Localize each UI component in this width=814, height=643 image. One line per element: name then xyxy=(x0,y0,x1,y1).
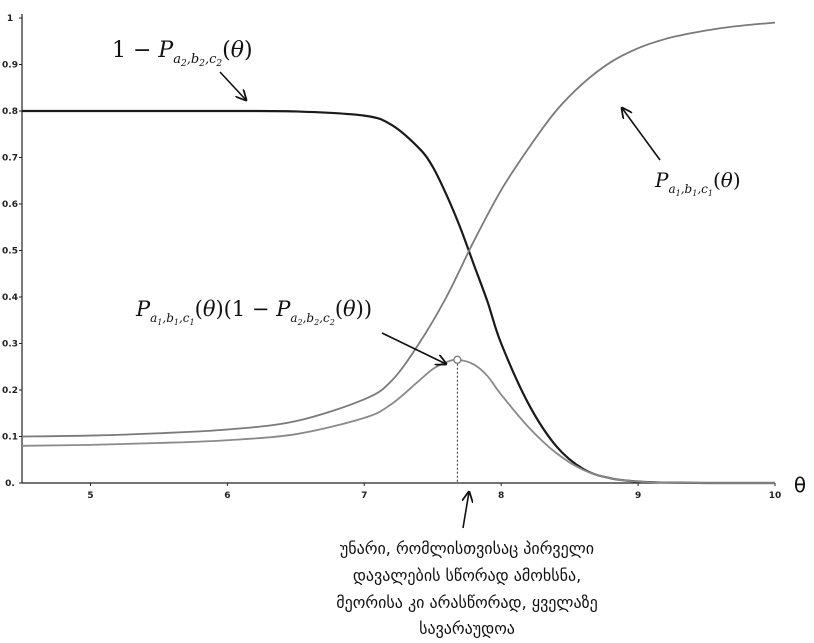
y-tick-label: 0.1 xyxy=(2,433,18,443)
y-tick-label: 0. xyxy=(5,479,15,489)
x-tick-label: 5 xyxy=(87,491,93,501)
x-tick-label: 10 xyxy=(769,491,782,501)
y-tick-label: 0.6 xyxy=(2,200,18,210)
axes: 5 6 7 8 9 10 0. 0.1 0.2 0.3 0.4 0.5 0.6 0.7 0.8 0.9 1 θ xyxy=(2,14,806,501)
arrow-one-minus-p2 xyxy=(219,71,246,100)
x-axis-label: θ xyxy=(794,473,806,497)
x-tick-label: 7 xyxy=(361,491,367,501)
y-tick-label: 0.7 xyxy=(2,154,18,164)
arrow-p1 xyxy=(622,108,661,161)
label-product: Pa1,b1,c1(θ)(1 − Pa2,b2,c2(θ)) xyxy=(135,297,372,327)
caption-line-3: მეორისა კი არასწორად, ყველაზე xyxy=(336,593,597,612)
y-tick-label: 0.8 xyxy=(2,107,18,117)
caption: უნარი, რომლისთვისაც პირველი დავალების სწ… xyxy=(336,539,597,638)
arrow-caption xyxy=(463,492,469,529)
y-tick-label: 0.9 xyxy=(2,61,18,71)
x-tick-label: 8 xyxy=(498,491,504,501)
caption-line-1: უნარი, რომლისთვისაც პირველი xyxy=(340,539,594,558)
series-one-minus-p2 xyxy=(22,109,776,485)
label-p1: Pa1,b1,c1(θ) xyxy=(654,168,741,198)
peak-marker xyxy=(453,355,462,364)
y-tick-label: 0.2 xyxy=(2,386,18,396)
y-tick-label: 0.5 xyxy=(2,247,18,257)
arrow-product xyxy=(381,332,446,364)
x-ticks: 5 6 7 8 9 10 xyxy=(87,483,781,501)
series-p1 xyxy=(21,21,776,438)
y-tick-label: 1 xyxy=(7,14,13,24)
series-layer xyxy=(21,21,776,485)
x-tick-label: 6 xyxy=(224,491,230,501)
series-product xyxy=(21,358,776,484)
caption-line-2: დავალების სწორად ამოხსნა, xyxy=(353,566,581,585)
y-ticks: 0. 0.1 0.2 0.3 0.4 0.5 0.6 0.7 0.8 0.9 1 xyxy=(2,14,22,489)
y-tick-label: 0.3 xyxy=(2,340,18,350)
caption-line-4: სავარაუდოა xyxy=(419,619,515,638)
label-one-minus-p2: 1 − Pa2,b2,c2(θ) xyxy=(112,38,253,69)
y-tick-label: 0.4 xyxy=(2,293,18,303)
x-tick-label: 9 xyxy=(635,491,641,501)
